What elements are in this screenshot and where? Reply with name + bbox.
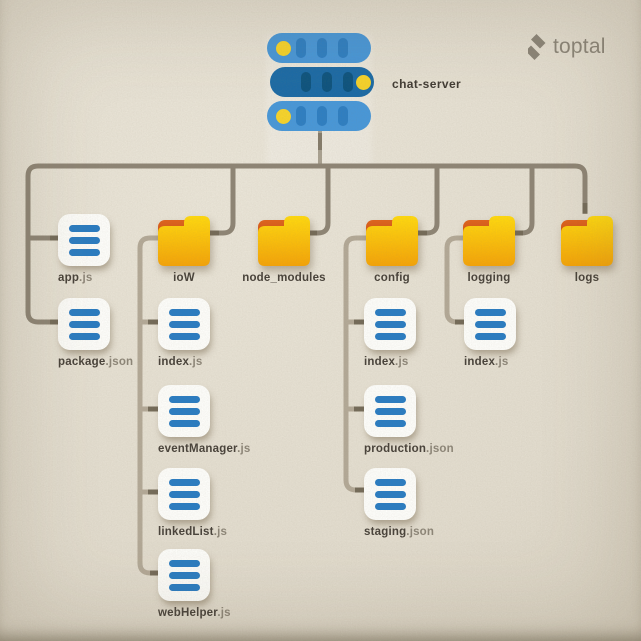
- tree-node-staging-json: staging.json: [364, 468, 434, 538]
- server-vent: [343, 72, 353, 92]
- file-icon: [364, 298, 416, 350]
- toptal-wordmark: toptal: [553, 35, 606, 58]
- server-icon: [267, 33, 375, 131]
- file-icon: [158, 468, 210, 520]
- file-icon: [58, 298, 110, 350]
- tree-node-webhelper-js: webHelper.js: [158, 549, 231, 619]
- server-vent: [317, 38, 327, 58]
- server-vent: [322, 72, 332, 92]
- server-vent: [338, 106, 348, 126]
- file-label: staging.json: [364, 526, 435, 538]
- file-icon: [158, 298, 210, 350]
- file-label: index.js: [464, 356, 509, 368]
- file-label: package.json: [58, 356, 134, 368]
- tree-node-iow-index-js: index.js: [158, 298, 210, 368]
- tree-node-logging-index-js: index.js: [464, 298, 516, 368]
- tree-node-logging: logging: [463, 214, 515, 284]
- file-icon: [364, 468, 416, 520]
- file-label: webHelper.js: [158, 607, 231, 619]
- server-vent: [296, 106, 306, 126]
- file-label: eventManager.js: [158, 443, 251, 455]
- server-rack-middle: [270, 67, 374, 97]
- file-label: linkedList.js: [158, 526, 228, 538]
- tree-node-production-json: production.json: [364, 385, 454, 455]
- tree-node-node-modules: node_modules: [242, 214, 326, 284]
- tree-node-iow: ioW: [158, 214, 210, 284]
- folder-icon: [366, 216, 418, 266]
- folder-icon: [158, 216, 210, 266]
- server-vent: [317, 106, 327, 126]
- tree-node-linkedlist-js: linkedList.js: [158, 468, 227, 538]
- file-icon: [464, 298, 516, 350]
- file-icon: [58, 214, 110, 266]
- tree-node-config: config: [366, 214, 418, 284]
- server-vent: [301, 72, 311, 92]
- file-label: index.js: [364, 356, 409, 368]
- tree-node-app-js: app.js: [58, 214, 110, 284]
- server-led: [276, 40, 291, 56]
- tree-node-eventmanager-js: eventManager.js: [158, 385, 250, 455]
- server-led: [276, 108, 291, 124]
- file-label: app.js: [58, 272, 93, 284]
- file-label: index.js: [158, 356, 203, 368]
- tree-node-logs: logs: [561, 214, 613, 284]
- server-vent: [296, 38, 306, 58]
- tree-node-config-index-js: index.js: [364, 298, 416, 368]
- file-icon: [158, 385, 210, 437]
- folder-label: config: [374, 272, 410, 284]
- file-icon: [364, 385, 416, 437]
- toptal-mark-icon: [528, 34, 546, 60]
- file-icon: [158, 549, 210, 601]
- tree-node-package-json: package.json: [58, 298, 133, 368]
- folder-label: logs: [574, 272, 600, 284]
- server-led: [356, 74, 371, 90]
- server-label: chat-server: [392, 77, 462, 91]
- file-label: production.json: [364, 443, 454, 455]
- folder-icon: [258, 216, 310, 266]
- folder-icon: [463, 216, 515, 266]
- folder-icon: [561, 216, 613, 266]
- server-vent: [338, 38, 348, 58]
- folder-label: node_modules: [242, 272, 326, 284]
- folder-label: ioW: [173, 272, 195, 284]
- server-rack-bottom: [267, 101, 371, 131]
- folder-label: logging: [467, 272, 511, 284]
- server-rack-top: [267, 33, 371, 63]
- toptal-logo: toptal: [528, 34, 606, 60]
